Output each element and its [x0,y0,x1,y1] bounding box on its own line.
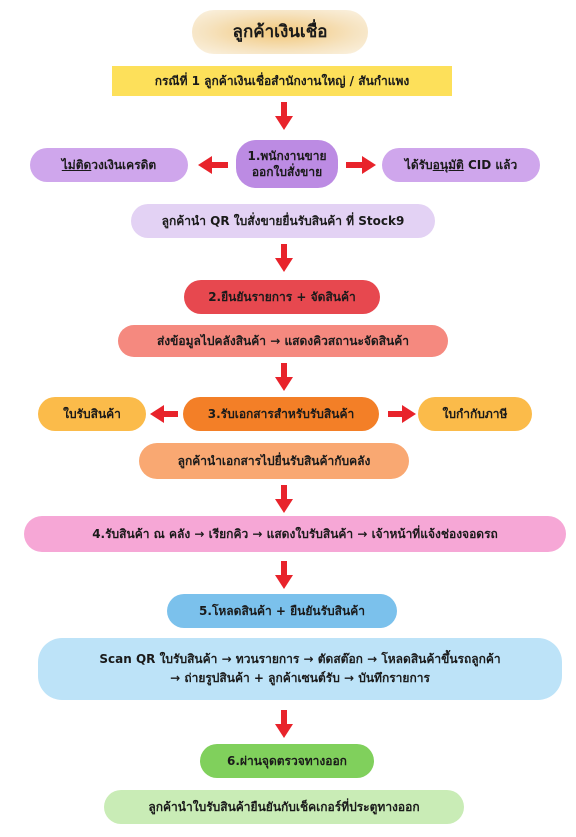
not-stuck-label: ไม่ติด [61,157,92,172]
receipt-doc-node: ใบรับสินค้า [38,397,146,431]
arrow-down-5 [275,561,293,589]
step5-node: 5.โหลดสินค้า + ยืนยันรับสินค้า [167,594,397,628]
cid-approved-node: ได้รับอนุมัติ CID แล้ว [382,148,540,182]
step1-sub-node: ลูกค้านำ QR ใบสั่งขายยื่นรับสินค้า ที่ S… [131,204,435,238]
tax-invoice-node: ใบกำกับภาษี [418,397,532,431]
arrow-down-1 [275,102,293,130]
step5-sub-line2: → ถ่ายรูปสินค้า + ลูกค้าเซนต์รับ → บันทึ… [170,671,430,685]
step5-sub-line1: Scan QR ใบรับสินค้า → ทวนรายการ → ตัดสต๊… [99,651,501,666]
step1-line2: ออกใบสั่งขาย [251,165,323,179]
credit-limit-not-stuck-node: ไม่ติดวงเงินเครดิต [30,148,188,182]
arrow-right-3 [388,405,416,423]
received-label: ได้รับ [404,157,433,172]
credit-limit-label: วงเงินเครดิต [91,157,157,172]
page-title: ลูกค้าเงินเชื่อ [192,10,368,54]
step4-node: 4.รับสินค้า ณ คลัง → เรียกคิว → แสดงใบรั… [24,516,566,552]
arrow-left-1 [198,156,228,174]
cid-label: CID แล้ว [463,157,518,172]
step5-sub-node: Scan QR ใบรับสินค้า → ทวนรายการ → ตัดสต๊… [38,638,562,700]
arrow-left-3 [150,405,178,423]
arrow-down-2 [275,244,293,272]
step6-sub-node: ลูกค้านำใบรับสินค้ายืนยันกับเช็คเกอร์ที่… [104,790,464,824]
case-banner: กรณีที่ 1 ลูกค้าเงินเชื่อสำนักงานใหญ่ / … [112,66,452,96]
arrow-down-6 [275,710,293,738]
step1-line1: 1.พนักงานขาย [247,148,327,163]
step3-node: 3.รับเอกสารสำหรับรับสินค้า [183,397,379,431]
step1-node: 1.พนักงานขาย ออกใบสั่งขาย [236,140,338,188]
arrow-down-4 [275,485,293,513]
approved-label: อนุมัติ [432,157,464,172]
step6-node: 6.ผ่านจุดตรวจทางออก [200,744,374,778]
step2-sub-node: ส่งข้อมูลไปคลังสินค้า → แสดงคิวสถานะจัดส… [118,325,448,357]
step2-node: 2.ยืนยันรายการ + จัดสินค้า [184,280,380,314]
arrow-down-3 [275,363,293,391]
step3-sub-node: ลูกค้านำเอกสารไปยื่นรับสินค้ากับคลัง [139,443,409,479]
arrow-right-1 [346,156,376,174]
